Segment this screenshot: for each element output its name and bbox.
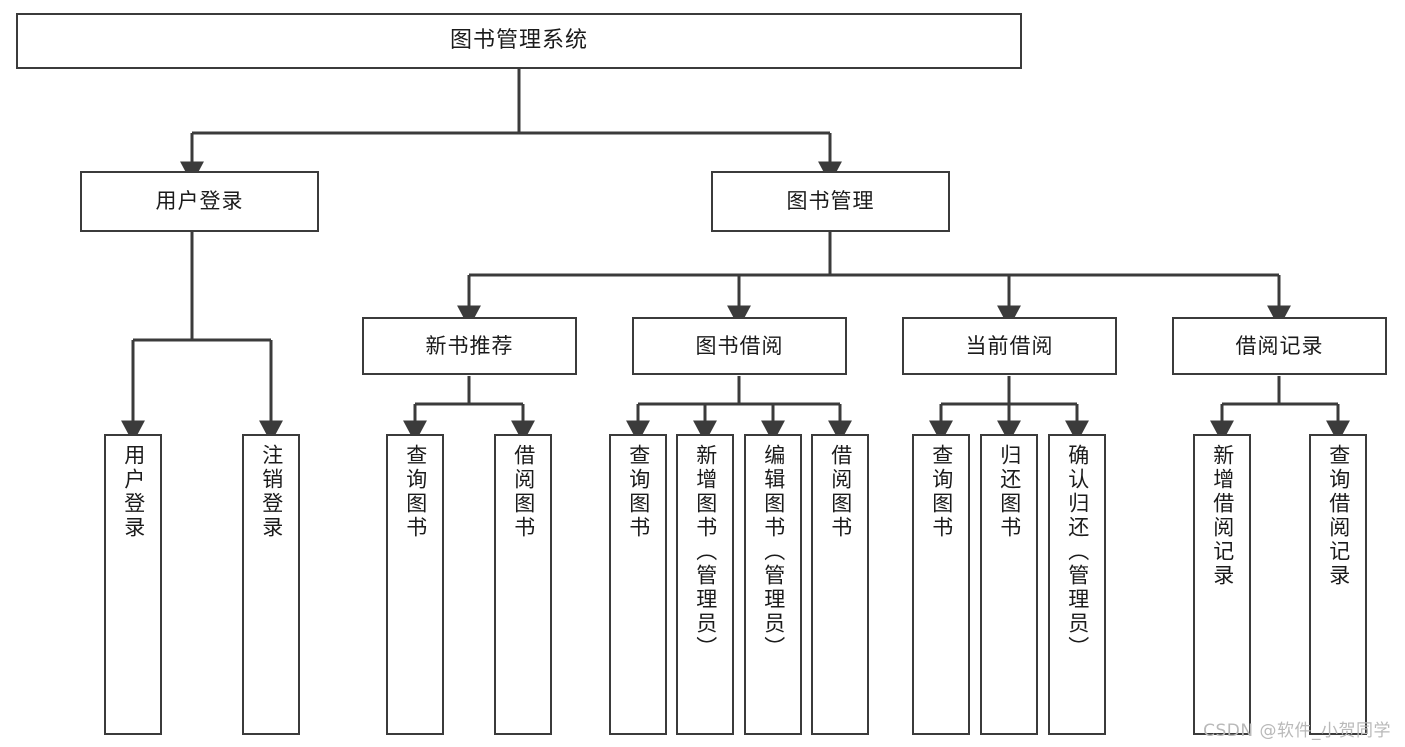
leaf-node-borrow-book-recommend[interactable]: 借阅图书 xyxy=(494,434,552,735)
leaf-label: 查询图书 xyxy=(626,444,651,540)
node-label: 当前借阅 xyxy=(965,333,1054,358)
leaf-node-query-borrow-record[interactable]: 查询借阅记录 xyxy=(1309,434,1367,735)
leaf-label: 确认归还（管理员） xyxy=(1065,444,1090,660)
leaf-node-user-login[interactable]: 用户登录 xyxy=(104,434,162,735)
node-label: 图书管理系统 xyxy=(449,28,588,54)
node-label: 图书借阅 xyxy=(695,333,784,358)
leaf-node-query-book-borrow[interactable]: 查询图书 xyxy=(609,434,667,735)
leaf-label: 查询图书 xyxy=(403,444,428,540)
leaf-label: 归还图书 xyxy=(997,444,1022,540)
leaf-node-borrow-book[interactable]: 借阅图书 xyxy=(811,434,869,735)
leaf-label: 借阅图书 xyxy=(511,444,536,540)
leaf-label: 借阅图书 xyxy=(828,444,853,540)
leaf-node-edit-book-admin[interactable]: 编辑图书（管理员） xyxy=(744,434,802,735)
node-book-management[interactable]: 图书管理 xyxy=(711,171,950,232)
node-book-borrow[interactable]: 图书借阅 xyxy=(632,317,847,375)
node-root-book-management-system[interactable]: 图书管理系统 xyxy=(16,13,1022,69)
node-current-borrow[interactable]: 当前借阅 xyxy=(902,317,1117,375)
leaf-node-add-book-admin[interactable]: 新增图书（管理员） xyxy=(676,434,734,735)
leaf-node-query-book-current[interactable]: 查询图书 xyxy=(912,434,970,735)
leaf-node-logout[interactable]: 注销登录 xyxy=(242,434,300,735)
csdn-watermark: CSDN @软件_小贺同学 xyxy=(1203,721,1391,741)
leaf-label: 新增借阅记录 xyxy=(1210,444,1235,588)
leaf-node-add-borrow-record[interactable]: 新增借阅记录 xyxy=(1193,434,1251,735)
leaf-label: 注销登录 xyxy=(259,444,284,540)
node-label: 用户登录 xyxy=(155,189,244,214)
node-new-book-recommend[interactable]: 新书推荐 xyxy=(362,317,577,375)
node-label: 新书推荐 xyxy=(425,333,514,358)
leaf-label: 查询图书 xyxy=(929,444,954,540)
leaf-node-confirm-return-admin[interactable]: 确认归还（管理员） xyxy=(1048,434,1106,735)
leaf-node-query-book-recommend[interactable]: 查询图书 xyxy=(386,434,444,735)
node-label: 图书管理 xyxy=(786,189,875,214)
leaf-label: 新增图书（管理员） xyxy=(693,444,718,660)
leaf-label: 编辑图书（管理员） xyxy=(761,444,786,660)
node-borrow-record[interactable]: 借阅记录 xyxy=(1172,317,1387,375)
leaf-label: 用户登录 xyxy=(121,444,146,540)
leaf-label: 查询借阅记录 xyxy=(1326,444,1351,588)
node-user-login[interactable]: 用户登录 xyxy=(80,171,319,232)
leaf-node-return-book[interactable]: 归还图书 xyxy=(980,434,1038,735)
node-label: 借阅记录 xyxy=(1235,333,1324,358)
